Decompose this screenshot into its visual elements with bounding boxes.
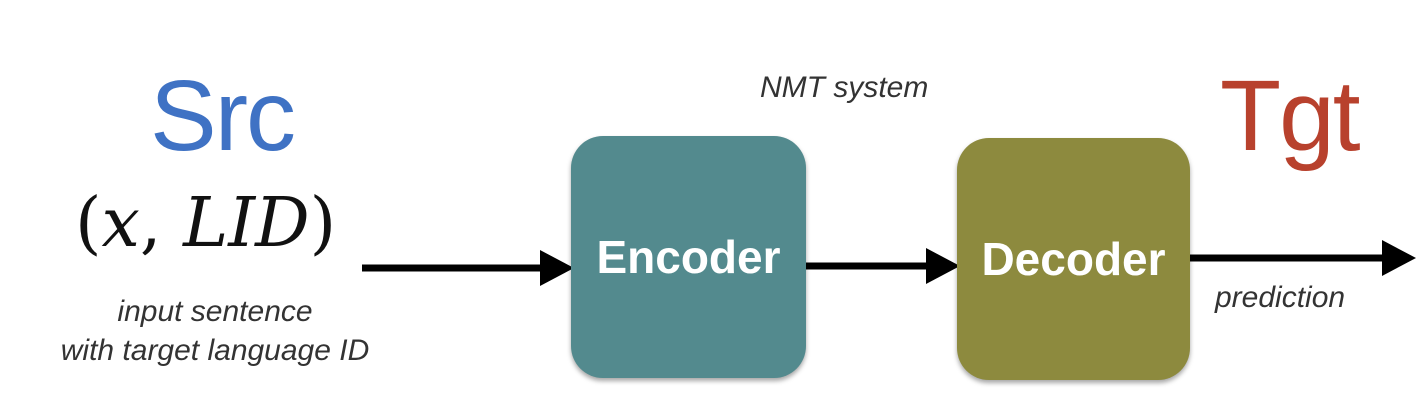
input-caption: input sentence with target language ID — [20, 292, 410, 370]
encoder-block: Encoder — [571, 136, 806, 378]
target-title: Tgt — [1220, 60, 1360, 172]
decoder-label: Decoder — [981, 233, 1166, 285]
arrow-encoder-to-decoder — [806, 248, 960, 284]
arrow-input-to-encoder — [362, 250, 574, 286]
source-title: Src — [150, 60, 296, 172]
nmt-system-label: NMT system — [760, 71, 929, 104]
prediction-label: prediction — [1215, 281, 1346, 314]
input-caption-line2: with target language ID — [60, 334, 370, 367]
formula-lid: LID — [183, 184, 310, 263]
arrow-decoder-to-output — [1190, 240, 1416, 276]
formula-separator: , — [139, 184, 184, 263]
input-caption-line1: input sentence — [117, 295, 313, 328]
decoder-block: Decoder — [957, 138, 1190, 380]
encoder-label: Encoder — [596, 231, 781, 283]
source-formula: (x, LID) — [75, 190, 336, 258]
formula-open-paren: ( — [75, 184, 102, 263]
formula-close-paren: ) — [309, 184, 337, 263]
formula-variable-x: x — [101, 184, 140, 263]
